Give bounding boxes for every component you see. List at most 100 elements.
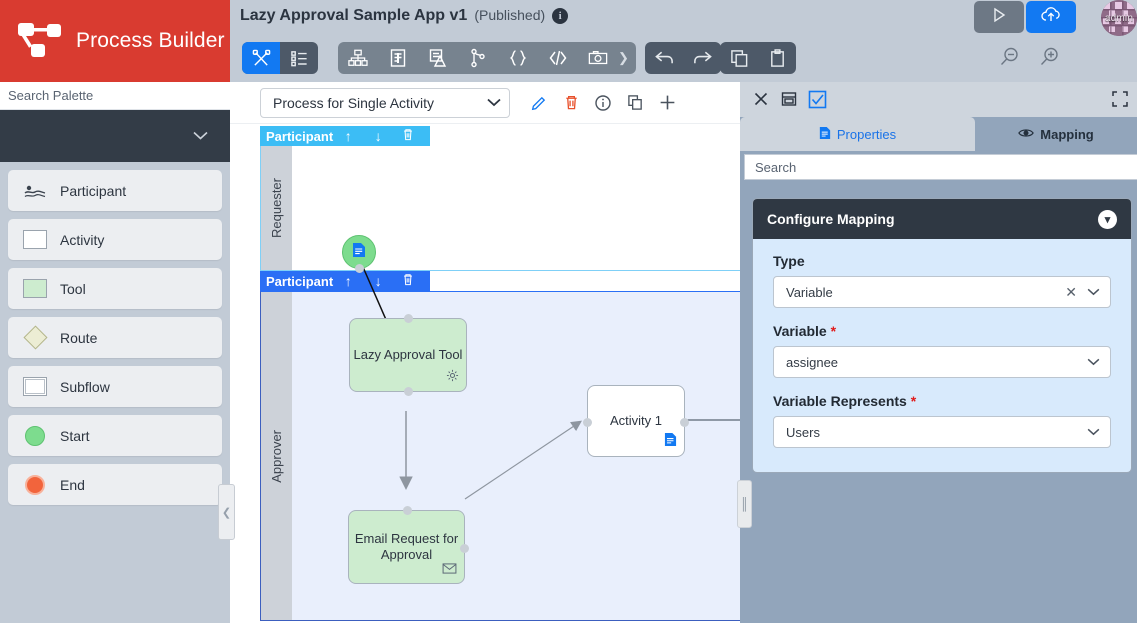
palette-item-start[interactable]: Start [8,415,222,456]
documents-icon[interactable] [418,42,458,74]
variable-select[interactable]: assignee [773,346,1111,378]
copy-icon[interactable] [720,42,758,74]
node-port[interactable] [404,314,413,323]
avatar[interactable]: admin [1101,0,1137,36]
required-marker: * [910,393,917,409]
node-port[interactable] [460,544,469,553]
palette-item-participant[interactable]: Participant [8,170,222,211]
configure-mapping-card: Configure Mapping ▾ Type Variable ✕ [752,198,1132,473]
arrow-down-icon[interactable]: ↓ [374,128,382,144]
node-port[interactable] [583,418,592,427]
envelope-icon [442,562,457,578]
play-icon [990,6,1008,29]
variable-represents-select[interactable]: Users [773,416,1111,448]
diagram-node-start[interactable] [342,235,376,273]
panel-splitter-handle[interactable]: ║ [737,480,752,528]
diagram-node-email-request[interactable]: Email Request for Approval [348,506,469,584]
field-label-variable: Variable * [773,323,837,339]
info-circle-icon[interactable] [588,88,618,118]
tab-label: Mapping [1040,126,1094,142]
close-x-icon[interactable] [752,90,770,108]
expand-fullscreen-icon[interactable] [1111,90,1129,108]
delete-trash-icon[interactable] [393,273,423,289]
lane-header-approver[interactable]: Participant ↑ ↓ [260,271,430,291]
zoom-out-icon[interactable] [998,45,1022,74]
duplicate-icon[interactable] [620,88,650,118]
arrow-up-icon[interactable]: ↑ [344,128,352,144]
details-search-input[interactable]: Search [744,154,1137,180]
palette-collapse-handle[interactable]: ❮ [218,484,235,540]
brand-header: Process Builder [0,0,230,82]
chevron-down-circle-icon[interactable]: ▾ [1098,209,1117,229]
node-port[interactable] [403,506,412,515]
chevron-right-icon[interactable]: ❯ [618,50,629,65]
redo-icon[interactable] [683,42,721,74]
list-view-icon[interactable] [280,42,318,74]
drag-handle-icon: ║ [740,497,749,511]
lane-label-approver: Approver [261,292,292,620]
lane-header-label: Participant [266,128,334,144]
delete-trash-icon[interactable] [556,88,586,118]
identicon-image [1101,0,1137,36]
palette-group-header[interactable] [0,110,230,162]
chevron-down-icon [193,129,208,144]
palette-search-input[interactable]: Search Palette [0,82,230,110]
chevron-down-icon [487,96,501,110]
palette-item-subflow[interactable]: Subflow [8,366,222,407]
variable-select-value: assignee [786,354,839,370]
info-icon[interactable]: i [552,8,569,24]
node-port[interactable] [404,387,413,396]
type-select-value: Variable [786,284,833,300]
lane-header-requester[interactable]: Participant ↑ ↓ [260,126,430,146]
process-select[interactable]: Process for Single Activity [260,87,510,118]
process-actions [524,88,682,118]
palette-item-route[interactable]: Route [8,317,222,358]
checkbox-checked-icon[interactable] [808,90,827,109]
palette-item-tool[interactable]: Tool [8,268,222,309]
code-icon[interactable] [538,42,578,74]
palette-item-label: Participant [60,182,127,199]
palette-item-label: Subflow [60,378,110,395]
app-title-group: Lazy Approval Sample App v1 (Published) … [240,7,569,25]
form-icon[interactable] [378,42,418,74]
paste-icon[interactable] [758,42,796,74]
arrow-up-icon[interactable]: ↑ [344,273,352,289]
node-label: Activity 1 [609,413,662,428]
tab-properties[interactable]: Properties [740,117,975,151]
details-panel: Properties Mapping Search Configure Mapp… [740,82,1137,623]
rectangle-icon [22,229,48,251]
swimlane-icon [22,180,48,202]
node-port[interactable] [355,264,364,273]
add-plus-icon[interactable] [652,88,682,118]
node-port[interactable] [680,418,689,427]
green-circle-icon [22,425,48,447]
card-title: Configure Mapping [767,211,895,227]
delete-trash-icon[interactable] [393,128,423,144]
json-icon[interactable] [498,42,538,74]
field-label-type: Type [773,253,805,269]
panel-layout-icon[interactable] [780,90,798,108]
edit-pencil-icon[interactable] [524,88,554,118]
palette-item-end[interactable]: End [8,464,222,505]
type-select[interactable]: Variable ✕ [773,276,1111,308]
run-button[interactable] [974,1,1024,33]
camera-icon[interactable] [578,42,618,74]
palette-item-list: Participant Activity Tool Route Subflow … [0,162,230,505]
designer-icon[interactable] [242,42,280,74]
clear-x-icon[interactable]: ✕ [1065,283,1077,300]
tab-mapping[interactable]: Mapping [975,117,1137,151]
zoom-in-icon[interactable] [1038,45,1062,74]
branch-icon[interactable] [458,42,498,74]
palette-item-activity[interactable]: Activity [8,219,222,260]
undo-icon[interactable] [645,42,683,74]
configure-mapping-body: Type Variable ✕ Variable * ass [753,239,1131,472]
diagram-node-lazy-approval-tool[interactable]: Lazy Approval Tool [349,314,467,396]
palette-item-label: Start [60,427,90,444]
org-chart-icon[interactable] [338,42,378,74]
deploy-button[interactable] [1026,1,1076,33]
diagram-node-activity-1[interactable]: Activity 1 [583,385,689,457]
avatar-label: admin [1104,12,1134,24]
arrow-down-icon[interactable]: ↓ [374,273,382,289]
configure-mapping-header[interactable]: Configure Mapping ▾ [753,199,1131,239]
